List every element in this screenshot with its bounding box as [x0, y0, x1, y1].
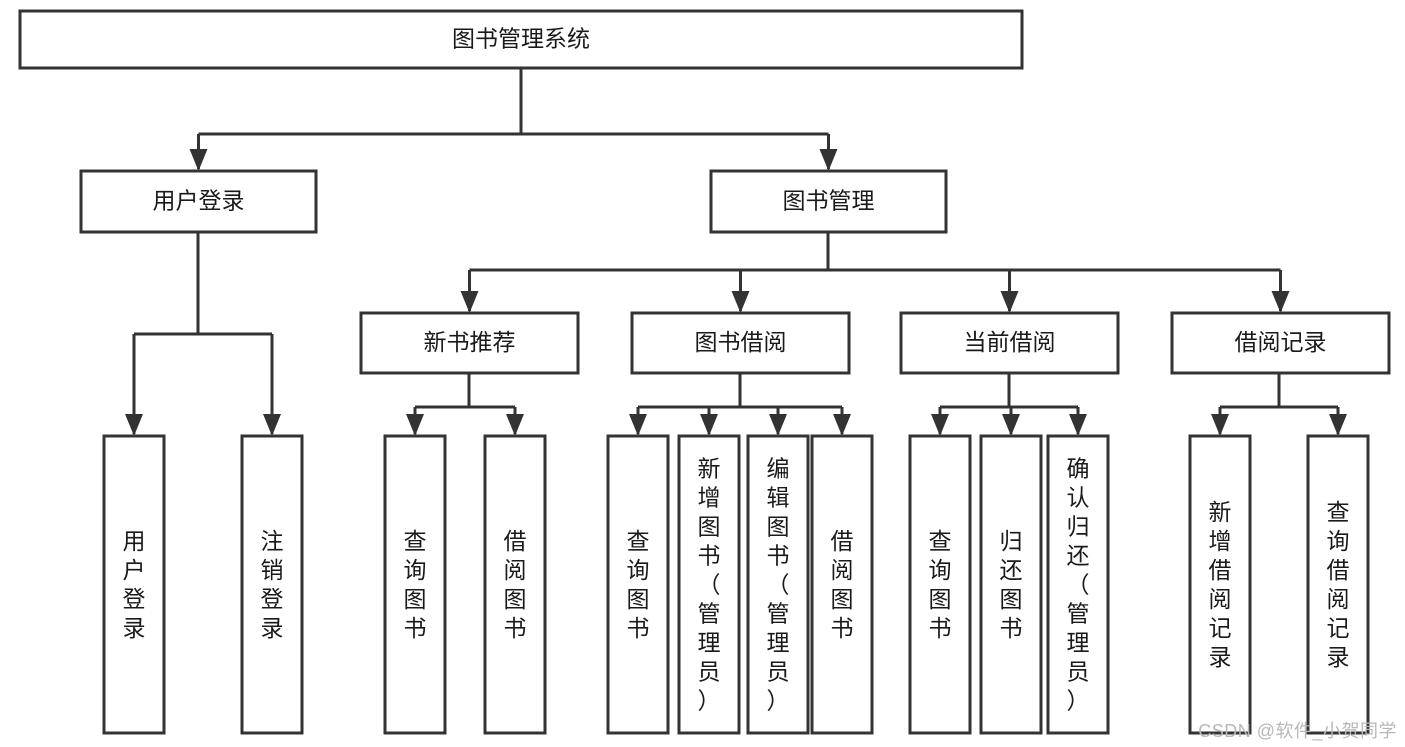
node-l-cb-return[interactable]: 归还图书	[979, 434, 1043, 735]
node-l-bw-add[interactable]: 新增图书（管理员）	[677, 434, 741, 735]
node-label: 图书管理	[783, 188, 875, 214]
node-l-bw-borrow[interactable]: 借阅图书	[810, 434, 874, 735]
node-label: 用户登录	[153, 188, 245, 214]
node-l-user-login[interactable]: 用户登录	[102, 434, 166, 735]
node-label: 图书借阅	[695, 329, 787, 355]
arrow-head-icon	[506, 414, 524, 436]
node-box[interactable]	[1170, 311, 1391, 375]
arrow-head-icon	[819, 149, 838, 171]
node-label: 新增图书（管理员）	[698, 456, 721, 714]
arrow-head-icon	[1000, 291, 1019, 313]
node-label: 用户登录	[123, 528, 146, 641]
arrow-head-icon	[629, 414, 647, 436]
node-label: 新增借阅记录	[1209, 499, 1232, 670]
node-box[interactable]	[18, 9, 1024, 70]
node-label: 借阅图书	[504, 528, 527, 641]
node-box[interactable]	[240, 434, 304, 735]
node-l-user-logout[interactable]: 注销登录	[240, 434, 304, 735]
node-box[interactable]	[630, 311, 851, 375]
csdn-watermark: CSDN @软件_小贺同学	[1198, 721, 1397, 741]
arrow-head-icon	[1271, 291, 1290, 313]
node-label: 查询借阅记录	[1327, 499, 1350, 670]
arrow-head-icon	[700, 414, 718, 436]
node-label: 当前借阅	[964, 329, 1056, 355]
node-n-new-books[interactable]: 新书推荐	[359, 311, 580, 375]
arrow-head-icon	[406, 414, 424, 436]
arrow-head-icon	[263, 414, 281, 436]
connector-layer	[125, 68, 1347, 436]
node-label: 查询图书	[404, 528, 427, 641]
node-box[interactable]	[79, 169, 318, 234]
node-label: 新书推荐	[424, 329, 516, 355]
edge-group-n-book-mgmt	[460, 232, 1290, 313]
node-l-rc-add[interactable]: 新增借阅记录	[1188, 434, 1252, 735]
arrow-head-icon	[1002, 414, 1020, 436]
edge-group-n-records	[1211, 373, 1347, 436]
arrow-head-icon	[769, 414, 787, 436]
arrow-head-icon	[731, 291, 750, 313]
node-box[interactable]	[677, 434, 741, 735]
node-box[interactable]	[1306, 434, 1370, 735]
node-label: 借阅图书	[831, 528, 854, 641]
edge-group-n-new-books	[406, 373, 524, 436]
arrow-head-icon	[1069, 414, 1087, 436]
node-l-bw-query[interactable]: 查询图书	[606, 434, 670, 735]
node-box[interactable]	[1046, 434, 1110, 735]
node-box[interactable]	[383, 434, 447, 735]
node-n-user-login[interactable]: 用户登录	[79, 169, 318, 234]
node-n-book-mgmt[interactable]: 图书管理	[709, 169, 948, 234]
edge-group-n-current	[931, 373, 1087, 436]
arrow-head-icon	[1211, 414, 1229, 436]
node-box[interactable]	[899, 311, 1120, 375]
node-box[interactable]	[746, 434, 810, 735]
node-box[interactable]	[483, 434, 547, 735]
node-l-nb-borrow[interactable]: 借阅图书	[483, 434, 547, 735]
edge-group-root	[189, 68, 838, 171]
node-box[interactable]	[979, 434, 1043, 735]
node-l-rc-query[interactable]: 查询借阅记录	[1306, 434, 1370, 735]
arrow-head-icon	[1329, 414, 1347, 436]
node-box[interactable]	[606, 434, 670, 735]
node-label: 编辑图书（管理员）	[767, 456, 790, 714]
arrow-head-icon	[833, 414, 851, 436]
node-label: 查询图书	[929, 528, 952, 641]
node-l-nb-query[interactable]: 查询图书	[383, 434, 447, 735]
node-n-borrow[interactable]: 图书借阅	[630, 311, 851, 375]
node-box[interactable]	[810, 434, 874, 735]
arrow-head-icon	[189, 149, 208, 171]
node-l-bw-edit[interactable]: 编辑图书（管理员）	[746, 434, 810, 735]
node-label: 确认归还（管理员）	[1067, 456, 1090, 714]
node-l-cb-query[interactable]: 查询图书	[908, 434, 972, 735]
arrow-head-icon	[931, 414, 949, 436]
node-n-current[interactable]: 当前借阅	[899, 311, 1120, 375]
node-box[interactable]	[102, 434, 166, 735]
node-label: 查询图书	[627, 528, 650, 641]
node-box[interactable]	[1188, 434, 1252, 735]
node-box[interactable]	[359, 311, 580, 375]
arrow-head-icon	[460, 291, 479, 313]
node-root[interactable]: 图书管理系统	[18, 9, 1024, 70]
node-layer: 图书管理系统用户登录图书管理新书推荐图书借阅当前借阅借阅记录用户登录注销登录查询…	[18, 9, 1391, 735]
node-box[interactable]	[709, 169, 948, 234]
node-n-records[interactable]: 借阅记录	[1170, 311, 1391, 375]
arrow-head-icon	[125, 414, 143, 436]
node-label: 图书管理系统	[452, 26, 590, 52]
node-box[interactable]	[908, 434, 972, 735]
node-label: 借阅记录	[1235, 329, 1327, 355]
node-label: 注销登录	[261, 528, 284, 641]
edge-group-n-borrow	[629, 373, 851, 436]
node-label: 归还图书	[1000, 528, 1023, 641]
node-l-cb-confirm[interactable]: 确认归还（管理员）	[1046, 434, 1110, 735]
edge-group-n-user-login	[125, 232, 281, 436]
